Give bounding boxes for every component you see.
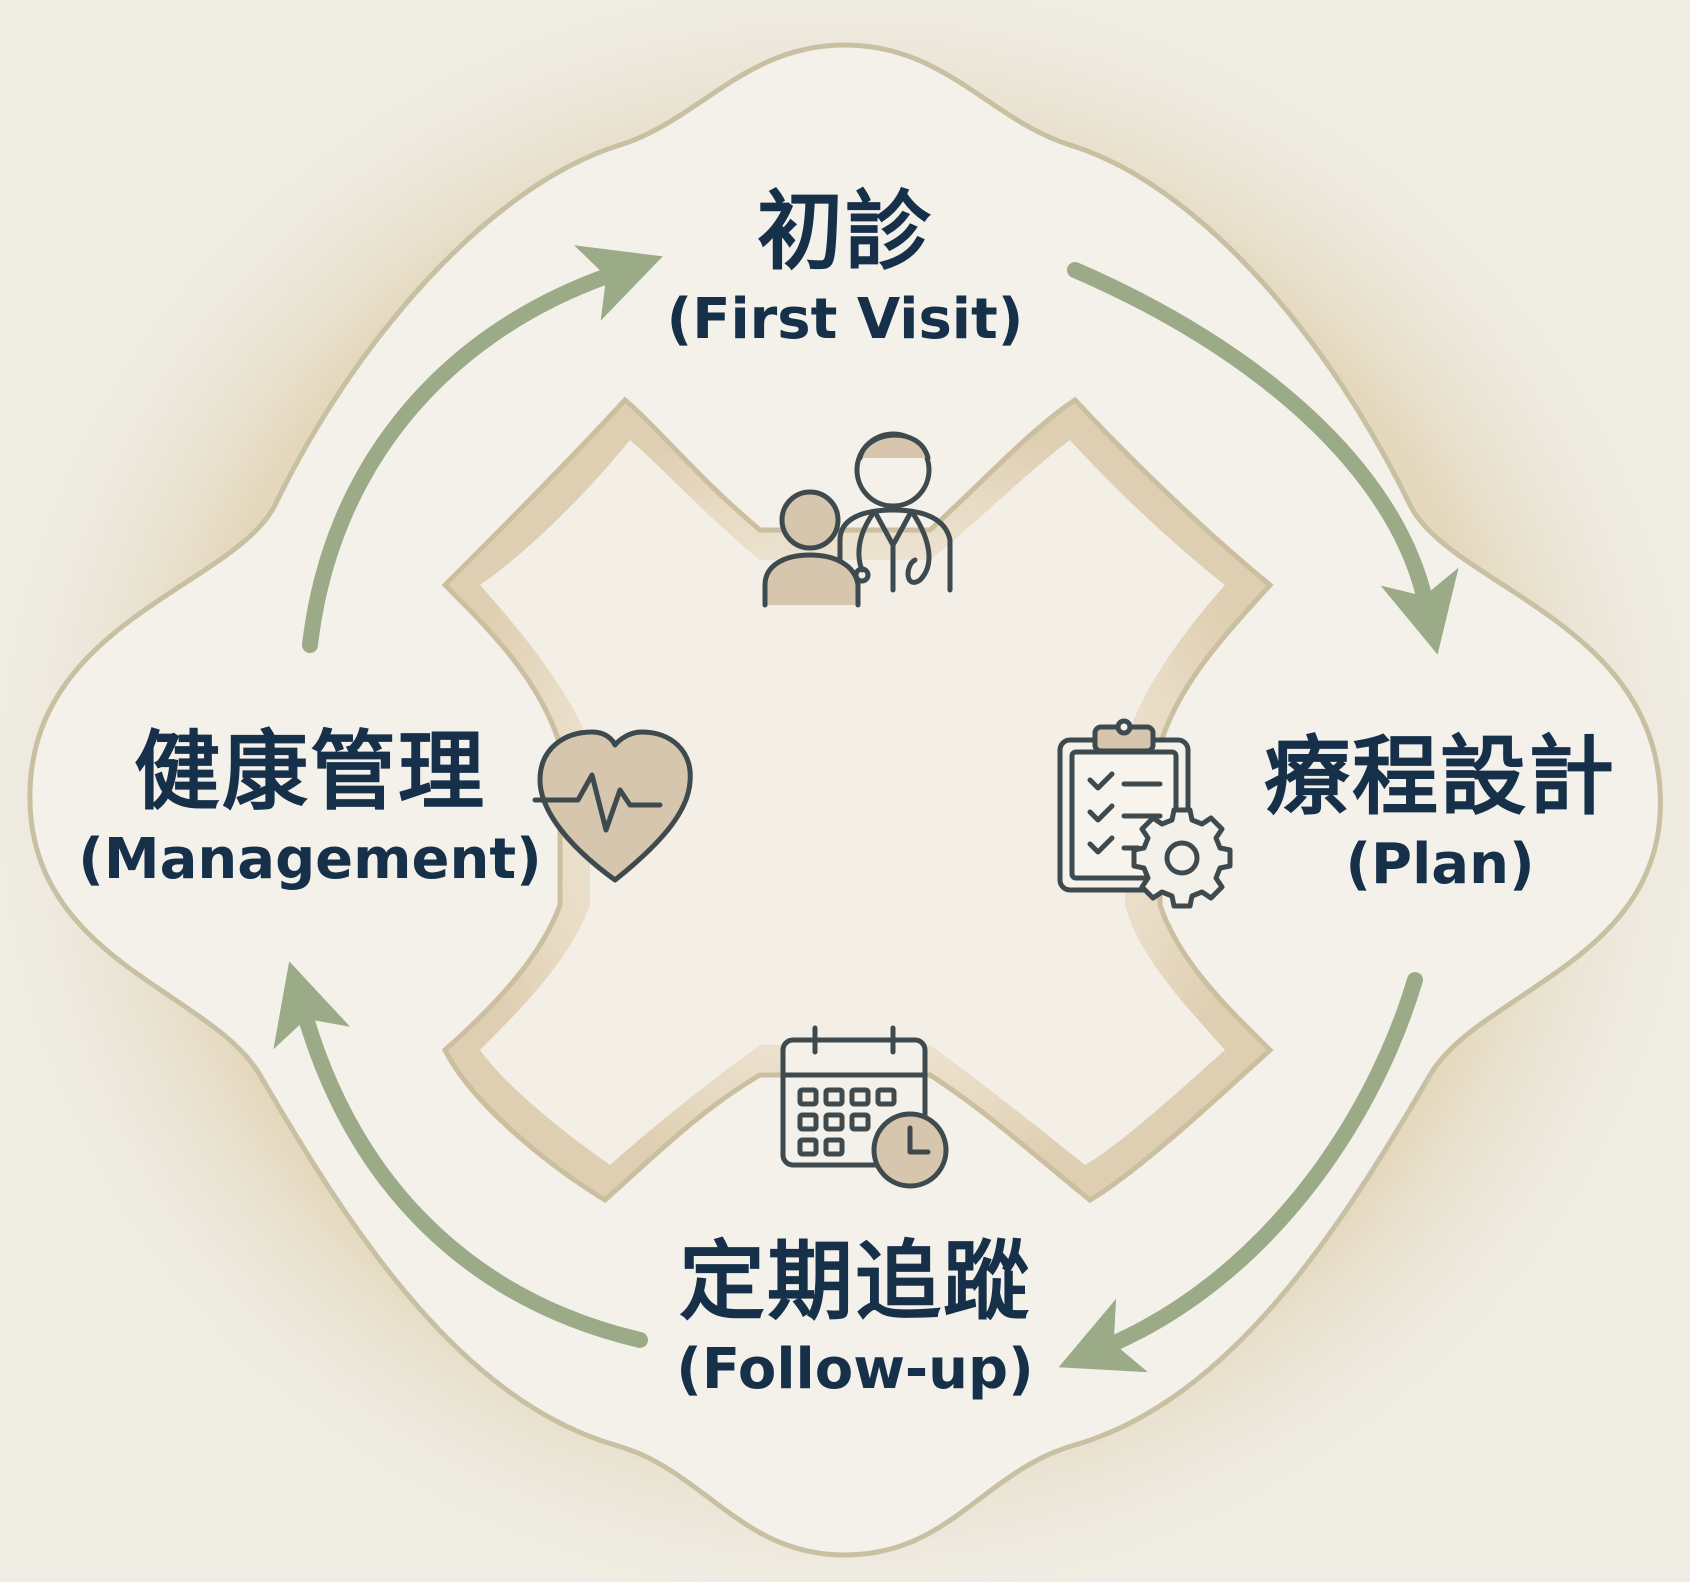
arrow-first-visit-to-plan [1067, 262, 1459, 655]
stage-follow-up-en: (Follow-up) [676, 1337, 1034, 1402]
stage-plan: 療程設計 (Plan) [1225, 725, 1655, 901]
stage-plan-en: (Plan) [1345, 832, 1535, 897]
stage-management-zh: 健康管理 [134, 722, 486, 822]
stage-first-visit-zh: 初診 [757, 182, 933, 282]
stage-management-en: (Management) [78, 827, 542, 892]
calendar-clock-icon [780, 1025, 949, 1189]
stage-plan-zh: 療程設計 [1264, 727, 1616, 827]
stage-first-visit-en: (First Visit) [666, 287, 1024, 352]
doctor-patient-icon [762, 431, 953, 608]
stage-management: 健康管理 (Management) [50, 720, 570, 896]
inner-panel [480, 440, 1225, 1165]
arrow-management-to-first-visit [302, 245, 663, 653]
clipboard-gear-icon [1057, 718, 1233, 909]
heart-pulse-icon [532, 729, 693, 883]
stage-follow-up: 定期追蹤 (Follow-up) [635, 1230, 1075, 1406]
stage-first-visit: 初診 (First Visit) [645, 180, 1045, 356]
arrow-plan-to-follow-up [1058, 972, 1423, 1373]
arrow-follow-up-to-management [273, 961, 648, 1348]
stage-follow-up-zh: 定期追蹤 [679, 1232, 1031, 1332]
